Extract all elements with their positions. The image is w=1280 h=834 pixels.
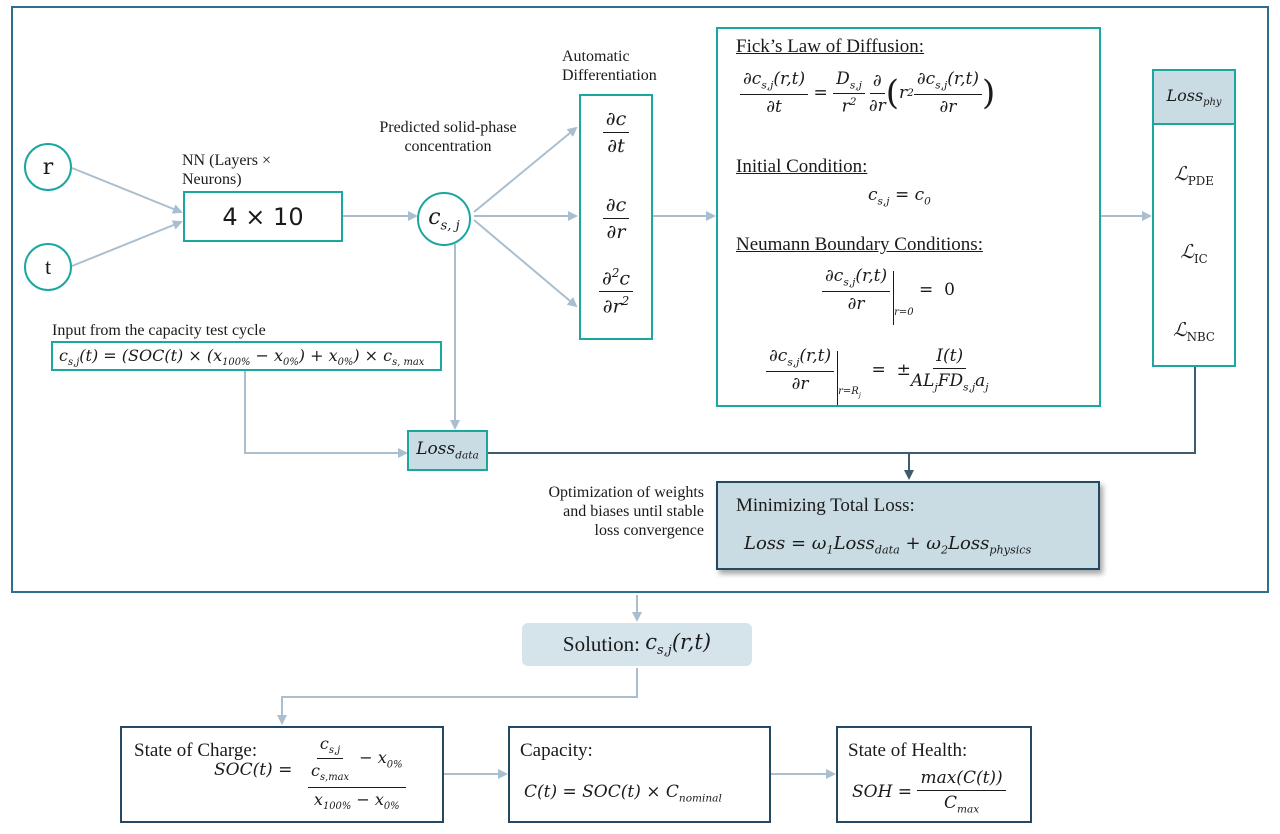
- solution-label: Solution:: [562, 632, 640, 656]
- autodiff-box: ∂c∂t ∂c∂r ∂2c∂r2: [579, 94, 653, 340]
- input-t-label: t: [44, 254, 52, 279]
- loss-ic: ℒIC: [1180, 241, 1208, 266]
- soc-lhs: SOC(t) =: [214, 760, 293, 780]
- total-loss-box: Minimizing Total Loss: Loss = ω1Lossdata…: [716, 481, 1100, 570]
- capacity-box: Capacity: C(t) = SOC(t) × Cnominal: [508, 726, 771, 823]
- initial-condition-eq: cs,j = c0: [868, 185, 931, 208]
- soh-title: State of Health:: [848, 740, 968, 761]
- initial-condition-title: Initial Condition:: [736, 156, 868, 177]
- soh-box: State of Health: SOH = max(C(t))Cmax: [836, 726, 1032, 823]
- loss-data-box: Lossdata: [407, 430, 488, 471]
- nn-label: NN (Layers × Neurons): [182, 152, 271, 188]
- input-r-node: r: [24, 143, 72, 191]
- input-from-test-box: cs,j(t) = (SOC(t) × (x100% − x0%) + x0%)…: [51, 341, 442, 371]
- soh-formula: SOH = max(C(t))Cmax: [852, 768, 1006, 815]
- loss-pde: ℒPDE: [1174, 163, 1214, 188]
- autodiff-label: Automatic Differentiation: [562, 48, 657, 84]
- loss-phy-title: Lossphy: [1166, 85, 1222, 109]
- loss-phy-header: Lossphy: [1154, 71, 1234, 125]
- input-from-test-label: Input from the capacity test cycle: [52, 322, 266, 339]
- neumann-eq-1: ∂cs,j(r,t)∂r r=0 = 0: [822, 263, 955, 325]
- loss-data-label: Lossdata: [416, 439, 479, 462]
- capacity-title: Capacity:: [520, 740, 593, 761]
- input-r-label: r: [42, 154, 54, 180]
- input-from-test-formula: cs,j(t) = (SOC(t) × (x100% − x0%) + x0%)…: [59, 346, 425, 369]
- loss-nbc: ℒNBC: [1173, 319, 1215, 344]
- solution-formula: cs,j(r,t): [645, 630, 712, 659]
- predicted-label: Predicted solid-phase concentration: [379, 119, 517, 155]
- solution-box: Solution: cs,j(r,t): [522, 623, 752, 666]
- nn-value: 4 × 10: [222, 202, 304, 231]
- predicted-symbol: cs, j: [428, 204, 460, 234]
- loss-phy-box: Lossphy ℒPDE ℒIC ℒNBC: [1152, 69, 1236, 367]
- soc-title: State of Charge:: [134, 740, 258, 761]
- derivative-dc-dr: ∂c∂r: [581, 194, 651, 243]
- neumann-eq-2: ∂cs,j(r,t)∂r r=Rj = ± I(t)ALjFDs,jaj: [766, 343, 989, 405]
- optimization-label: Optimization of weights and biases until…: [548, 484, 704, 539]
- total-loss-formula: Loss = ω1Lossdata + ω2Lossphysics: [744, 533, 1032, 557]
- nn-box: 4 × 10: [183, 191, 343, 242]
- capacity-formula: C(t) = SOC(t) × Cnominal: [524, 782, 722, 805]
- pinn-frame: [11, 6, 1269, 593]
- total-loss-title: Minimizing Total Loss:: [736, 495, 915, 516]
- fick-law-box: Fick’s Law of Diffusion: ∂cs,j(r,t)∂t = …: [716, 27, 1101, 407]
- input-t-node: t: [24, 243, 72, 291]
- neumann-title: Neumann Boundary Conditions:: [736, 234, 983, 255]
- fick-title: Fick’s Law of Diffusion:: [736, 36, 925, 57]
- predicted-concentration-node: cs, j: [417, 192, 471, 246]
- derivative-d2c-dr2: ∂2c∂r2: [581, 266, 651, 318]
- derivative-dc-dt: ∂c∂t: [581, 108, 651, 157]
